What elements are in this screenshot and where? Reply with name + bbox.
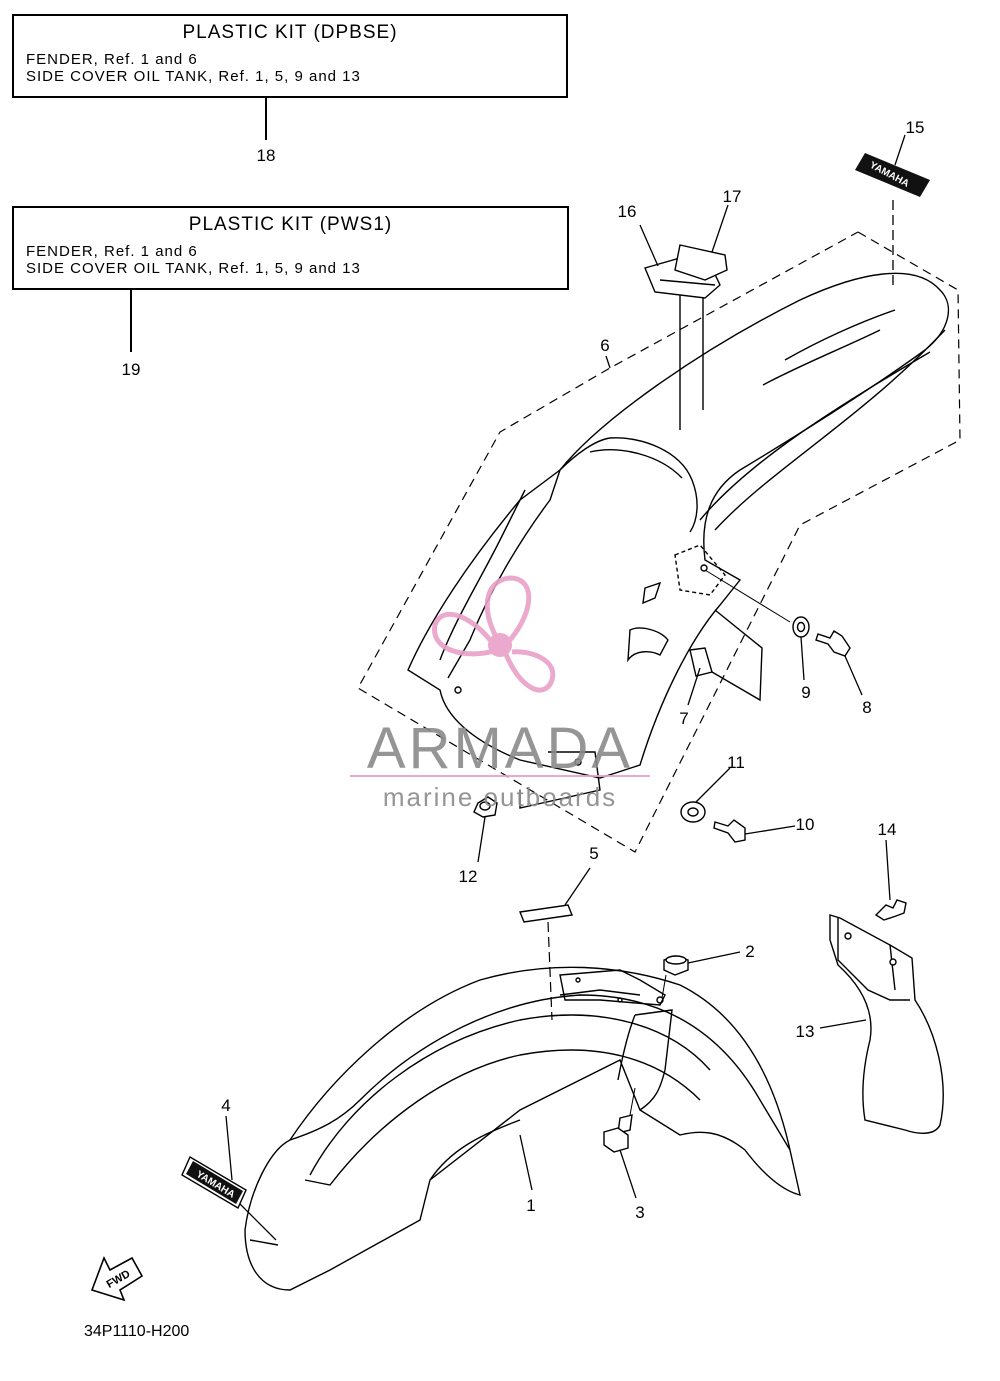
- callout-16: 16: [618, 202, 637, 221]
- callout-5: 5: [589, 844, 598, 863]
- watermark: ARMADA marine outboards: [350, 575, 650, 812]
- kit-title: PLASTIC KIT (DPBSE): [182, 22, 398, 43]
- callout-14: 14: [878, 820, 897, 839]
- decal-5: [519, 904, 573, 923]
- callout-18: 18: [257, 146, 276, 165]
- decal-16-17: [644, 244, 728, 299]
- propeller-logo-icon: [432, 575, 556, 693]
- callout-10: 10: [796, 815, 815, 834]
- callout-2: 2: [745, 942, 754, 961]
- front-fender: [244, 966, 801, 1291]
- kit-box-pws1: PLASTIC KIT (PWS1) FENDER, Ref. 1 and 6 …: [12, 206, 569, 290]
- callout-numbers: 1 2 3 4 5 6 7 8 9 10 11 12 13 14 15 16 1…: [122, 118, 925, 1222]
- kit-box-dpbse: PLASTIC KIT (DPBSE) FENDER, Ref. 1 and 6…: [12, 14, 568, 98]
- kit-line: SIDE COVER OIL TANK, Ref. 1, 5, 9 and 13: [26, 260, 361, 277]
- callout-17: 17: [723, 187, 742, 206]
- kit-line: SIDE COVER OIL TANK, Ref. 1, 5, 9 and 13: [26, 68, 361, 85]
- callout-7: 7: [679, 709, 688, 728]
- callout-4: 4: [221, 1096, 230, 1115]
- callout-1: 1: [526, 1196, 535, 1215]
- callout-19: 19: [122, 360, 141, 379]
- callout-3: 3: [635, 1203, 644, 1222]
- rear-fender: [407, 270, 950, 809]
- yamaha-decal-15: YAMAHA: [855, 153, 930, 290]
- side-cover-13: [829, 899, 944, 1134]
- fastener-group-10-11-12: [473, 796, 746, 843]
- callout-9: 9: [801, 683, 810, 702]
- fastener-group-2-3: [603, 955, 689, 1153]
- kit-line: FENDER, Ref. 1 and 6: [26, 51, 198, 68]
- callout-15: 15: [906, 118, 925, 137]
- callout-leaders: [225, 134, 906, 1241]
- diagram-code: 34P1110-H200: [84, 1323, 189, 1340]
- watermark-brand: ARMADA: [367, 716, 633, 781]
- fastener-group-7-8-9: [704, 569, 851, 657]
- fwd-arrow-icon: FWD: [90, 1256, 144, 1302]
- kit-title: PLASTIC KIT (PWS1): [188, 214, 393, 235]
- callout-8: 8: [862, 698, 871, 717]
- yamaha-decal-4: YAMAHA: [181, 1155, 247, 1210]
- callout-13: 13: [796, 1022, 815, 1041]
- kit-line: FENDER, Ref. 1 and 6: [26, 243, 198, 260]
- watermark-tagline: marine outboards: [383, 782, 617, 812]
- callout-11: 11: [727, 753, 745, 772]
- callout-12: 12: [459, 867, 478, 886]
- assembly-dashed-outline: [357, 231, 961, 853]
- callout-6: 6: [600, 336, 609, 355]
